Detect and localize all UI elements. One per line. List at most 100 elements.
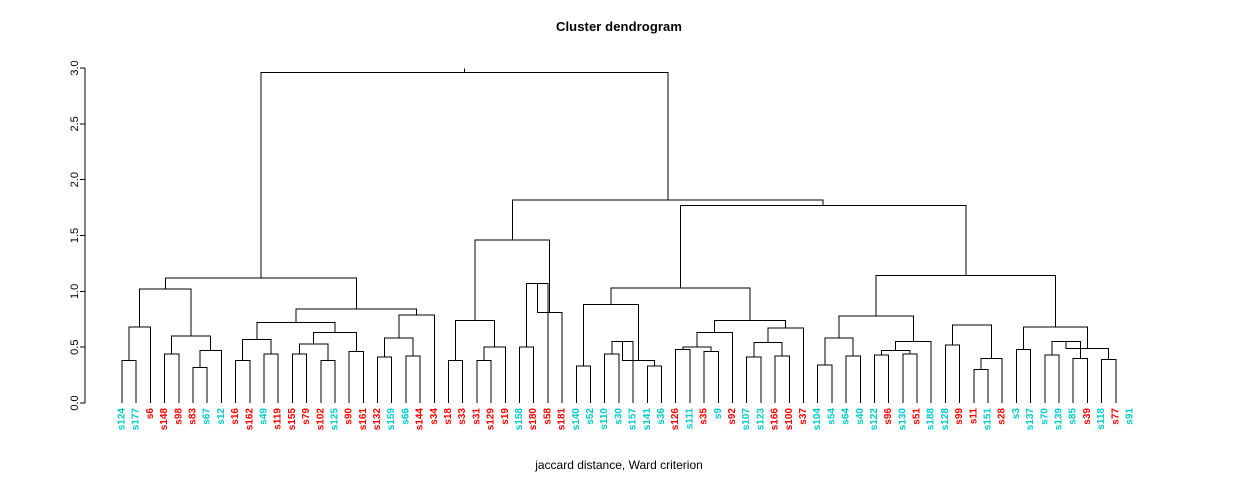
leaf-label: s126 [670,408,681,431]
leaf-label: s104 [812,408,823,431]
dendrogram-branch [476,360,492,403]
leaf-label: s79 [301,408,312,425]
dendrogram-branch [902,353,918,403]
leaf-label: s162 [244,408,255,431]
leaf-label: s157 [628,408,639,431]
leaf-label: s98 [173,408,184,425]
leaf-label: s124 [117,408,128,431]
page-title: Cluster dendrogram [555,19,683,34]
leaf-label: s19 [500,408,511,425]
leaf-label: s111 [684,408,695,430]
leaf-label: s110 [599,408,610,430]
dendrogram-branch [260,71,669,278]
dendrogram-branch [256,322,336,340]
leaf-label: s177 [131,408,142,431]
leaf-label: s158 [514,408,525,431]
leaf-label: s166 [770,408,781,431]
leaf-label: s66 [400,408,411,425]
leaf-label: s64 [841,408,852,425]
leaf-label: s3 [1011,408,1022,420]
dendrogram-branch [675,348,691,403]
dendrogram-branch [1044,354,1060,403]
leaf-label: s99 [954,408,965,425]
dendrogram-branch [845,355,861,403]
dendrogram-branch [774,355,790,403]
leaf-label: s70 [1039,408,1050,425]
leaf-label: s16 [230,408,241,425]
dendrogram-branch [377,356,393,403]
leaf-label: s58 [542,408,553,425]
dendrogram-branch [511,199,824,240]
leaf-label: s159 [386,408,397,431]
dendrogram-branch [121,360,137,403]
leaf-label: s102 [315,408,326,431]
dendrogram-branch [192,366,208,403]
leaf-label: s51 [912,408,923,425]
leaf-label: s9 [713,408,724,420]
leaf-label: s137 [1025,408,1036,431]
dendrogram-branch [171,335,212,354]
dendrogram-branch [875,275,1056,328]
dendrogram-branch [952,324,993,359]
dendrogram-branch [817,364,833,403]
dendrogram-branch [235,360,251,403]
dendrogram-branch [291,353,308,403]
leaf-label: s132 [372,408,383,431]
leaf-label: s128 [940,408,951,431]
dendrogram-branch [164,277,357,310]
leaf-label: s36 [656,408,667,425]
y-axis-tick-label: 0.5 [69,340,81,355]
leaf-label: s129 [486,408,497,431]
leaf-label: s6 [145,408,156,420]
leaf-label: s92 [727,408,738,425]
dendrogram-branch [199,350,222,403]
leaf-label: s123 [755,408,766,431]
leaf-label: s107 [741,408,752,431]
dendrogram-branch [483,346,506,403]
leaf-label: s39 [1082,408,1093,425]
y-axis-tick-label: 1.0 [69,284,81,299]
leaf-label: s12 [216,408,227,425]
dendrogram-branch [881,350,911,355]
leaf-label: s96 [883,408,894,425]
leaf-label: s35 [699,408,710,425]
leaf-label: s100 [784,408,795,431]
dendrogram-branch [767,327,804,403]
dendrogram-branch [714,319,787,333]
dendrogram-branch [298,343,329,361]
dendrogram-branches [121,68,1117,403]
y-axis-tick-label: 2.5 [69,116,81,131]
leaf-label: s155 [287,408,298,431]
leaf-label: s122 [869,408,880,431]
leaf-label: s52 [585,408,596,425]
leaf-label: s188 [926,408,937,431]
dendrogram-branch [980,357,1003,403]
y-axis-tick-label: 0.0 [69,395,81,410]
y-axis-tick-label: 1.5 [69,228,81,243]
x-axis-label: jaccard distance, Ward criterion [535,458,703,472]
leaf-label: s119 [273,408,284,430]
leaf-label: s49 [258,408,269,425]
dendrogram-branch [1015,348,1032,403]
dendrogram-branch [1072,357,1088,403]
dendrogram-branch [1051,341,1081,359]
leaf-label: s54 [826,408,837,425]
dendrogram-branch [611,341,634,403]
leaf-label: s140 [571,408,582,431]
dendrogram-branch [610,287,751,321]
dendrogram-branch [448,360,464,403]
dendrogram-branch [455,319,496,361]
leaf-label: s130 [897,408,908,431]
leaf-label: s161 [358,408,369,431]
leaf-label: s40 [855,408,866,425]
dendrogram-branch [646,365,662,403]
dendrogram-branch [682,346,712,352]
dendrogram-branch [824,337,854,366]
leaf-label: s30 [613,408,624,425]
leaf-label: s34 [429,408,440,425]
dendrogram-branch [1101,358,1117,403]
leaf-label: s77 [1110,408,1121,425]
dendrogram-branch [519,346,535,403]
